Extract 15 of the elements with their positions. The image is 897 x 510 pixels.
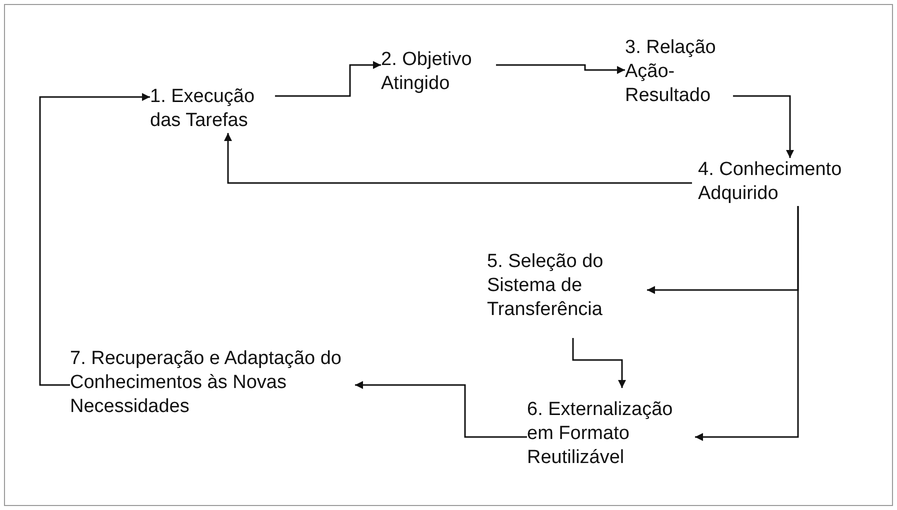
step-label: 1. Execução das Tarefas (150, 85, 256, 133)
arrow (733, 95, 794, 158)
arrow (39, 93, 150, 386)
step-label: 5. Seleção do Sistema de Transferência (487, 250, 604, 322)
arrow (355, 381, 527, 438)
arrow (572, 338, 626, 388)
step-label: 6. Externalização em Formato Reutilizável (527, 398, 674, 470)
step-label: 3. Relação Ação-Resultado (625, 36, 717, 108)
arrow (695, 206, 799, 441)
arrow (275, 61, 381, 97)
step-label: 2. Objetivo Atingido (381, 48, 473, 96)
step-label: 4. Conhecimento Adquirido (698, 158, 843, 206)
arrow (224, 133, 692, 184)
arrow (496, 64, 625, 74)
step-label: 7. Recuperação e Adaptação do Conhecimentos às Novas Necessidades (70, 347, 342, 419)
